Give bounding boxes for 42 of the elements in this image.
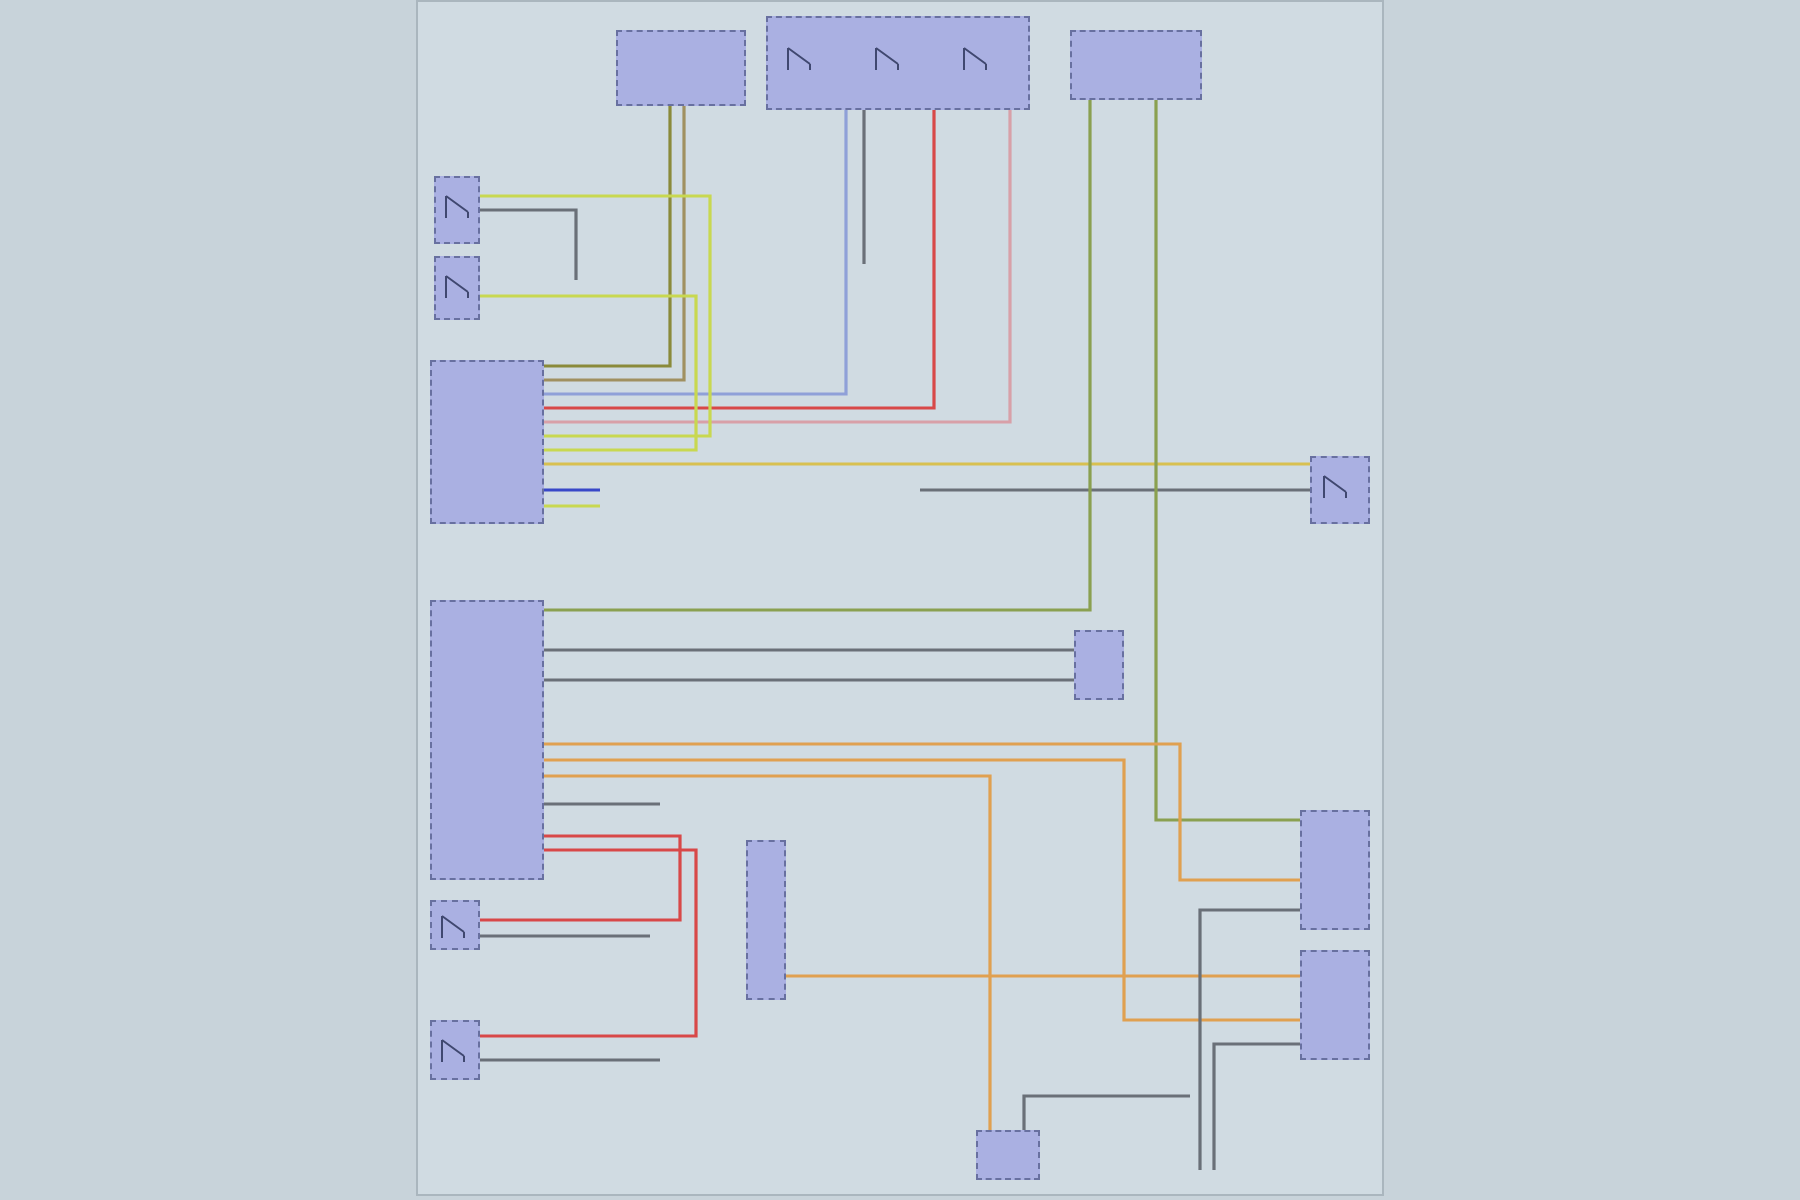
actuator-box — [746, 840, 786, 1000]
control-module — [430, 360, 544, 524]
wire — [544, 488, 600, 492]
relay-box — [1300, 810, 1370, 930]
actuator-box — [976, 1130, 1040, 1180]
wire — [480, 848, 698, 1038]
wire — [544, 678, 1074, 682]
switch-box — [766, 16, 1030, 110]
fuse-box — [616, 30, 746, 106]
wire — [1212, 1042, 1300, 1170]
switch-box — [430, 1020, 480, 1080]
wire — [544, 774, 992, 1130]
wire — [480, 194, 712, 438]
wire — [786, 974, 1300, 978]
wire — [480, 834, 682, 922]
wire — [544, 110, 936, 410]
relay-box — [1300, 950, 1370, 1060]
wire — [480, 294, 698, 452]
wire — [1198, 908, 1300, 1170]
wire — [920, 488, 1310, 492]
wire — [544, 802, 660, 806]
sensor-box — [1074, 630, 1124, 700]
switch-box — [434, 176, 480, 244]
control-module — [430, 600, 544, 880]
wire — [480, 934, 650, 938]
wire — [544, 742, 1300, 882]
switch-box — [434, 256, 480, 320]
wire — [544, 758, 1300, 1022]
wire — [544, 110, 848, 396]
wire — [544, 504, 600, 508]
fuse-box — [1070, 30, 1202, 100]
wire — [1022, 1094, 1190, 1130]
wire — [480, 208, 578, 280]
wire — [1154, 100, 1300, 822]
wire — [480, 1058, 660, 1062]
switch-box — [1310, 456, 1370, 524]
wire — [544, 100, 1092, 612]
wire — [544, 462, 1310, 466]
switch-box — [430, 900, 480, 950]
wire — [544, 648, 1074, 652]
wire — [544, 110, 1012, 424]
wire — [862, 110, 866, 264]
